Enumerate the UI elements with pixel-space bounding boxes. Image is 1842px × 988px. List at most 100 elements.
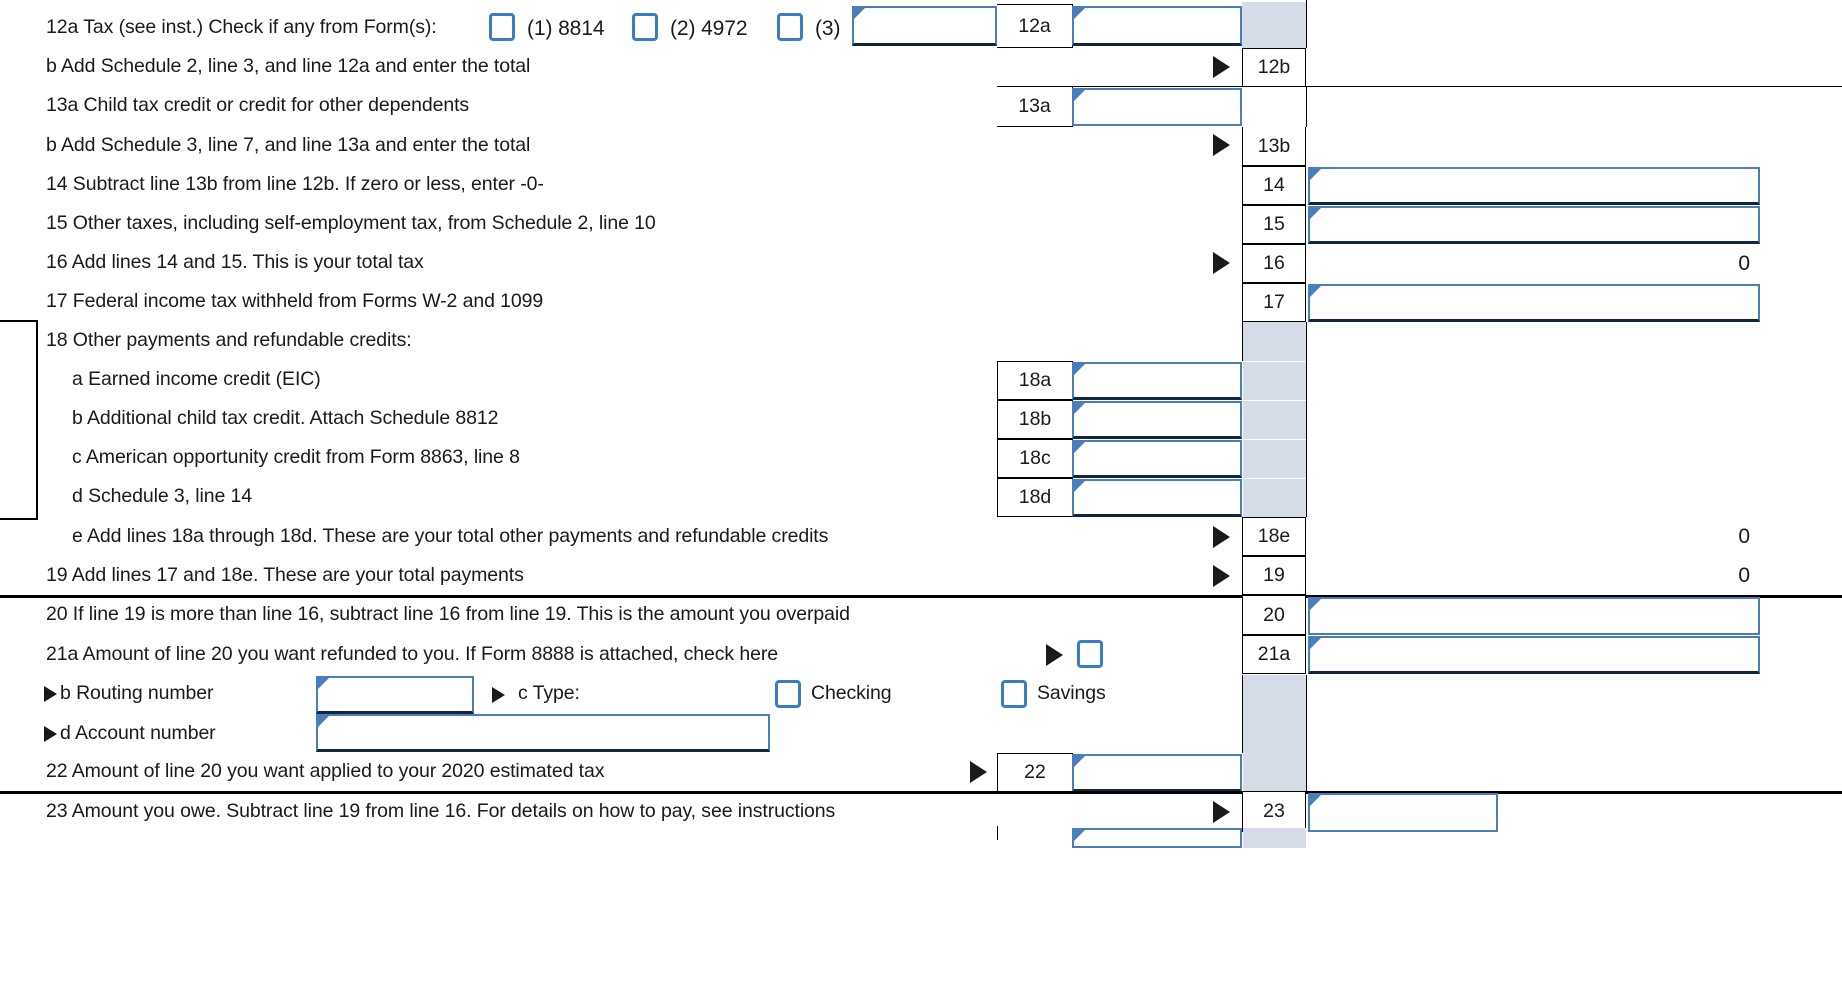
line-18d-number-cell: 18d <box>997 478 1073 517</box>
line-18d-label: d Schedule 3, line 14 <box>72 485 253 507</box>
row-divider <box>997 86 1842 87</box>
line-18e-label: e Add lines 18a through 18d. These are y… <box>72 525 829 547</box>
column-divider <box>1306 753 1307 792</box>
section-divider-payments <box>0 595 1842 598</box>
line-13a-label: 13a Child tax credit or credit for other… <box>46 94 470 116</box>
column-divider <box>1306 0 1307 48</box>
line-18a-amount-input[interactable] <box>1072 362 1242 400</box>
line-20-label: 20 If line 19 is more than line 16, subt… <box>46 603 850 625</box>
column-divider <box>1242 322 1243 361</box>
line-12a-label: 12a Tax (see inst.) Check if any from Fo… <box>46 16 437 38</box>
line-16-label: 16 Add lines 14 and 15. This is your tot… <box>46 251 424 273</box>
column-divider <box>1306 675 1307 714</box>
line-23-number-cell: 23 <box>1242 792 1306 832</box>
line-21c-arrow-icon <box>492 687 505 703</box>
line-22-arrow-icon <box>970 761 987 783</box>
line-12b-label: b Add Schedule 2, line 3, and line 12a a… <box>46 55 531 77</box>
line-21d-marker-icon <box>44 726 57 742</box>
column-divider <box>1306 361 1307 400</box>
line-12b-arrow-icon <box>1213 56 1230 78</box>
line-15-number-cell: 15 <box>1242 205 1306 244</box>
line-18d-amount-input[interactable] <box>1072 479 1242 517</box>
line-12a-other-checkbox[interactable] <box>777 13 803 41</box>
line-13a-amount-input[interactable] <box>1072 88 1242 126</box>
line-19-label: 19 Add lines 17 and 18e. These are your … <box>46 564 524 586</box>
line-12a-amount-input[interactable] <box>1072 6 1242 46</box>
line-13a-number-cell: 13a <box>997 87 1073 127</box>
column-divider <box>1306 87 1307 127</box>
line-12b-amount-value <box>1307 48 1760 87</box>
line-13b-number-cell: 13b <box>1242 127 1306 166</box>
line-15-label: 15 Other taxes, including self-employmen… <box>46 212 656 234</box>
line-18b-number-cell: 18b <box>997 400 1073 439</box>
line-21a-label: 21a Amount of line 20 you want refunded … <box>46 643 778 665</box>
line-22-number-cell: 22 <box>997 753 1073 792</box>
line-17-amount-input[interactable] <box>1308 284 1760 322</box>
column-divider <box>997 826 998 840</box>
account-type-savings-checkbox[interactable] <box>1001 680 1027 708</box>
line-12a-other-form-input[interactable] <box>852 6 997 46</box>
column-divider <box>1306 439 1307 478</box>
next-row-shaded-cell <box>1243 828 1306 848</box>
line-23-arrow-icon <box>1213 801 1230 823</box>
line-21b-label: b Routing number <box>60 682 214 704</box>
line-12a-other-label: (3) <box>815 17 841 40</box>
line-12a-shaded-cell <box>1242 2 1306 48</box>
line-13b-arrow-icon <box>1213 134 1230 156</box>
line-23-amount-input[interactable] <box>1308 793 1498 832</box>
line-18e-amount-value: 0 <box>1738 524 1750 548</box>
line-15-amount-input[interactable] <box>1308 206 1760 244</box>
line-22-shaded-cell <box>1243 753 1306 792</box>
line-12b-number-cell: 12b <box>1242 48 1306 87</box>
line-18a-shaded-cell <box>1243 362 1306 400</box>
line-12a-number-cell: 12a <box>997 4 1073 48</box>
line-21b-marker-icon <box>44 686 57 702</box>
line-18-label: 18 Other payments and refundable credits… <box>46 329 412 351</box>
column-divider <box>1306 400 1307 439</box>
next-row-amount-input[interactable] <box>1072 828 1242 848</box>
section-divider-amount-owed <box>0 791 1842 794</box>
line-21b-shaded-cell <box>1243 675 1306 714</box>
line-19-number-cell: 19 <box>1242 556 1306 595</box>
line-21d-shaded-cell <box>1243 714 1306 753</box>
line-18d-shaded-cell <box>1243 479 1306 517</box>
line-18c-shaded-cell <box>1243 440 1306 478</box>
line-16-arrow-icon <box>1213 252 1230 274</box>
account-type-savings-label: Savings <box>1037 682 1106 704</box>
line-12a-form8814-label: (1) 8814 <box>527 17 605 40</box>
line-18a-number-cell: 18a <box>997 361 1073 400</box>
line-14-amount-input[interactable] <box>1308 167 1760 205</box>
line-18b-amount-input[interactable] <box>1072 401 1242 439</box>
line-12a-form4972-label: (2) 4972 <box>670 17 748 40</box>
column-divider <box>1306 478 1307 517</box>
line-14-number-cell: 14 <box>1242 166 1306 205</box>
line-21a-arrow-icon <box>1046 644 1063 666</box>
line-21a-number-cell: 21a <box>1242 635 1306 674</box>
line-21a-amount-input[interactable] <box>1308 636 1760 674</box>
line-22-label: 22 Amount of line 20 you want applied to… <box>46 760 605 782</box>
line-20-amount-input[interactable] <box>1308 597 1760 635</box>
routing-number-input[interactable] <box>316 676 474 714</box>
line-12a-form8814-checkbox[interactable] <box>489 13 515 41</box>
line-23-label: 23 Amount you owe. Subtract line 19 from… <box>46 800 836 822</box>
line-22-amount-input[interactable] <box>1072 754 1242 792</box>
line-21a-form8888-checkbox[interactable] <box>1077 640 1103 668</box>
line-20-number-cell: 20 <box>1242 596 1306 635</box>
line-21c-label: c Type: <box>518 682 580 704</box>
line-21d-label: d Account number <box>60 722 216 744</box>
line-17-number-cell: 17 <box>1242 283 1306 322</box>
line-16-number-cell: 16 <box>1242 244 1306 283</box>
line-16-amount-value: 0 <box>1738 251 1750 275</box>
line-18c-number-cell: 18c <box>997 439 1073 478</box>
line-19-amount-value: 0 <box>1738 563 1750 587</box>
left-margin-bracket <box>0 320 38 520</box>
line-17-label: 17 Federal income tax withheld from Form… <box>46 290 544 312</box>
line-18c-label: c American opportunity credit from Form … <box>72 446 520 468</box>
account-type-checking-checkbox[interactable] <box>775 680 801 708</box>
column-divider <box>1306 322 1307 361</box>
line-12a-form4972-checkbox[interactable] <box>632 13 658 41</box>
line-18c-amount-input[interactable] <box>1072 440 1242 478</box>
line-18-shaded-cell <box>1243 322 1306 361</box>
account-number-input[interactable] <box>316 714 770 752</box>
